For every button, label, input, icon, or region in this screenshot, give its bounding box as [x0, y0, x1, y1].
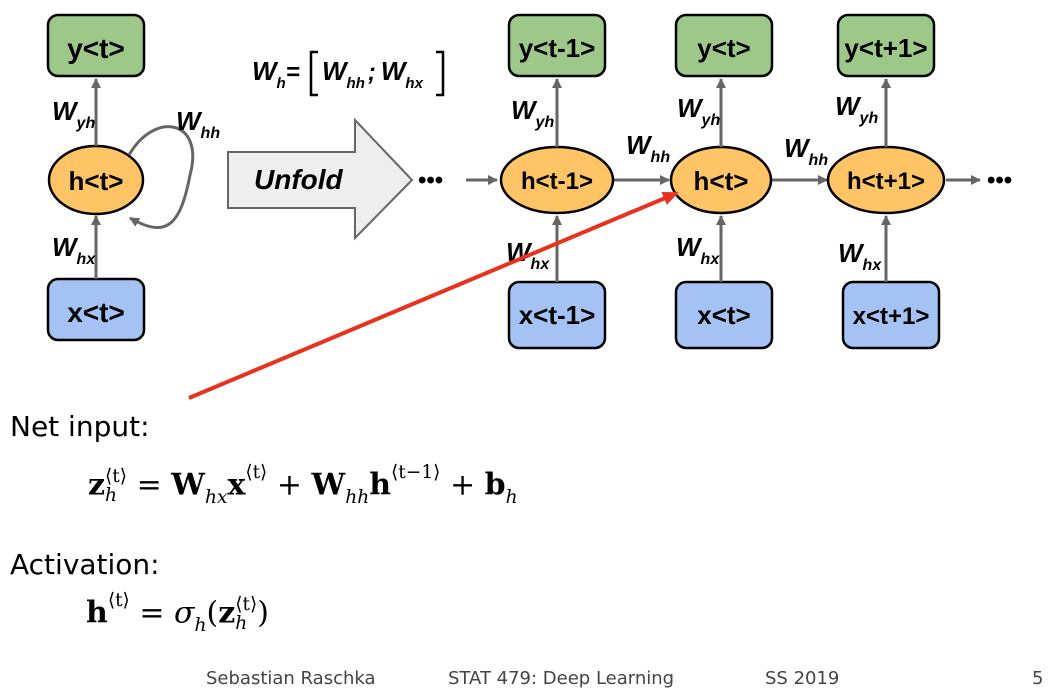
output-node [836, 13, 936, 78]
rnn-diagram: y<t> h<t> x<t> Wyh Whh Whx Wh= Whh;Whx U… [46, 13, 1012, 400]
activation-equation: h⟨t⟩ = σh(z⟨t⟩h) [86, 590, 269, 637]
output-node-label: y<t> [697, 33, 751, 63]
footer-term: SS 2019 [765, 668, 840, 689]
ellipsis-left: ••• [418, 167, 443, 194]
input-node-label: x<t-1> [519, 300, 596, 330]
footer-course: STAT 479: Deep Learning [448, 668, 675, 689]
left-bracket [309, 50, 318, 97]
weight-formula-text: Wh= [252, 56, 300, 92]
output-node-label: y<t> [67, 33, 125, 64]
right-bracket [436, 50, 445, 97]
w-hh-label: Whh [176, 106, 220, 142]
timestep-t: y<t> h<t> x<t> Wyh Whh Whx [626, 13, 774, 350]
weight-formula: Wh= Whh;Whx [252, 50, 445, 97]
output-node-label: y<t+1> [844, 33, 927, 63]
ellipsis-right: ••• [987, 167, 1012, 194]
folded-rnn: y<t> h<t> x<t> Wyh Whh Whx [46, 13, 220, 342]
unfold-label: Unfold [254, 164, 344, 195]
w-yh-label: Wyh [835, 91, 878, 127]
input-node-label: x<t+1> [853, 303, 930, 330]
output-node [46, 13, 146, 78]
w-hx-label: Whx [506, 237, 550, 273]
hidden-node-label: h<t-1> [521, 168, 593, 195]
w-hh-label: Whh [784, 133, 828, 169]
w-hh-label: Whh [626, 130, 670, 166]
input-node-label: x<t> [697, 300, 751, 330]
w-yh-label: Wyh [677, 93, 720, 129]
input-node [841, 280, 941, 350]
unfolded-rnn: ••• ••• y<t-1> h<t-1> x<t-1> Wyh Whx y<t… [418, 13, 1012, 350]
activation-label: Activation: [10, 548, 160, 581]
output-node [674, 13, 774, 78]
input-node-label: x<t> [67, 297, 125, 328]
hidden-node-label: h<t> [694, 166, 749, 196]
input-node [674, 280, 774, 350]
unfold-arrow: Unfold [227, 117, 414, 241]
hidden-node-label: h<t+1> [847, 168, 925, 195]
w-yh-label: Wyh [52, 96, 95, 132]
output-node [507, 13, 607, 78]
w-hx-label: Whx [52, 232, 96, 268]
timestep-t-plus-1: y<t+1> h<t+1> x<t+1> Wyh Whh Whx [784, 13, 946, 350]
weight-formula-terms: Whh;Whx [322, 56, 424, 92]
timestep-t-minus-1: y<t-1> h<t-1> x<t-1> Wyh Whx [499, 13, 615, 350]
footer-page-number: 5 [1032, 668, 1044, 689]
recurrent-loop-arrow [127, 125, 195, 229]
footer-author: Sebastian Raschka [206, 668, 376, 689]
hidden-node-label: h<t> [69, 166, 124, 196]
w-yh-label: Wyh [511, 95, 554, 131]
net-input-equation: z⟨t⟩h = Whxx⟨t⟩ + Whhh⟨t−1⟩ + bh [88, 462, 518, 509]
w-hx-label: Whx [838, 238, 882, 274]
output-node-label: y<t-1> [519, 33, 596, 63]
w-hx-label: Whx [676, 232, 720, 268]
highlight-arrow [188, 191, 679, 400]
net-input-label: Net input: [10, 410, 150, 443]
